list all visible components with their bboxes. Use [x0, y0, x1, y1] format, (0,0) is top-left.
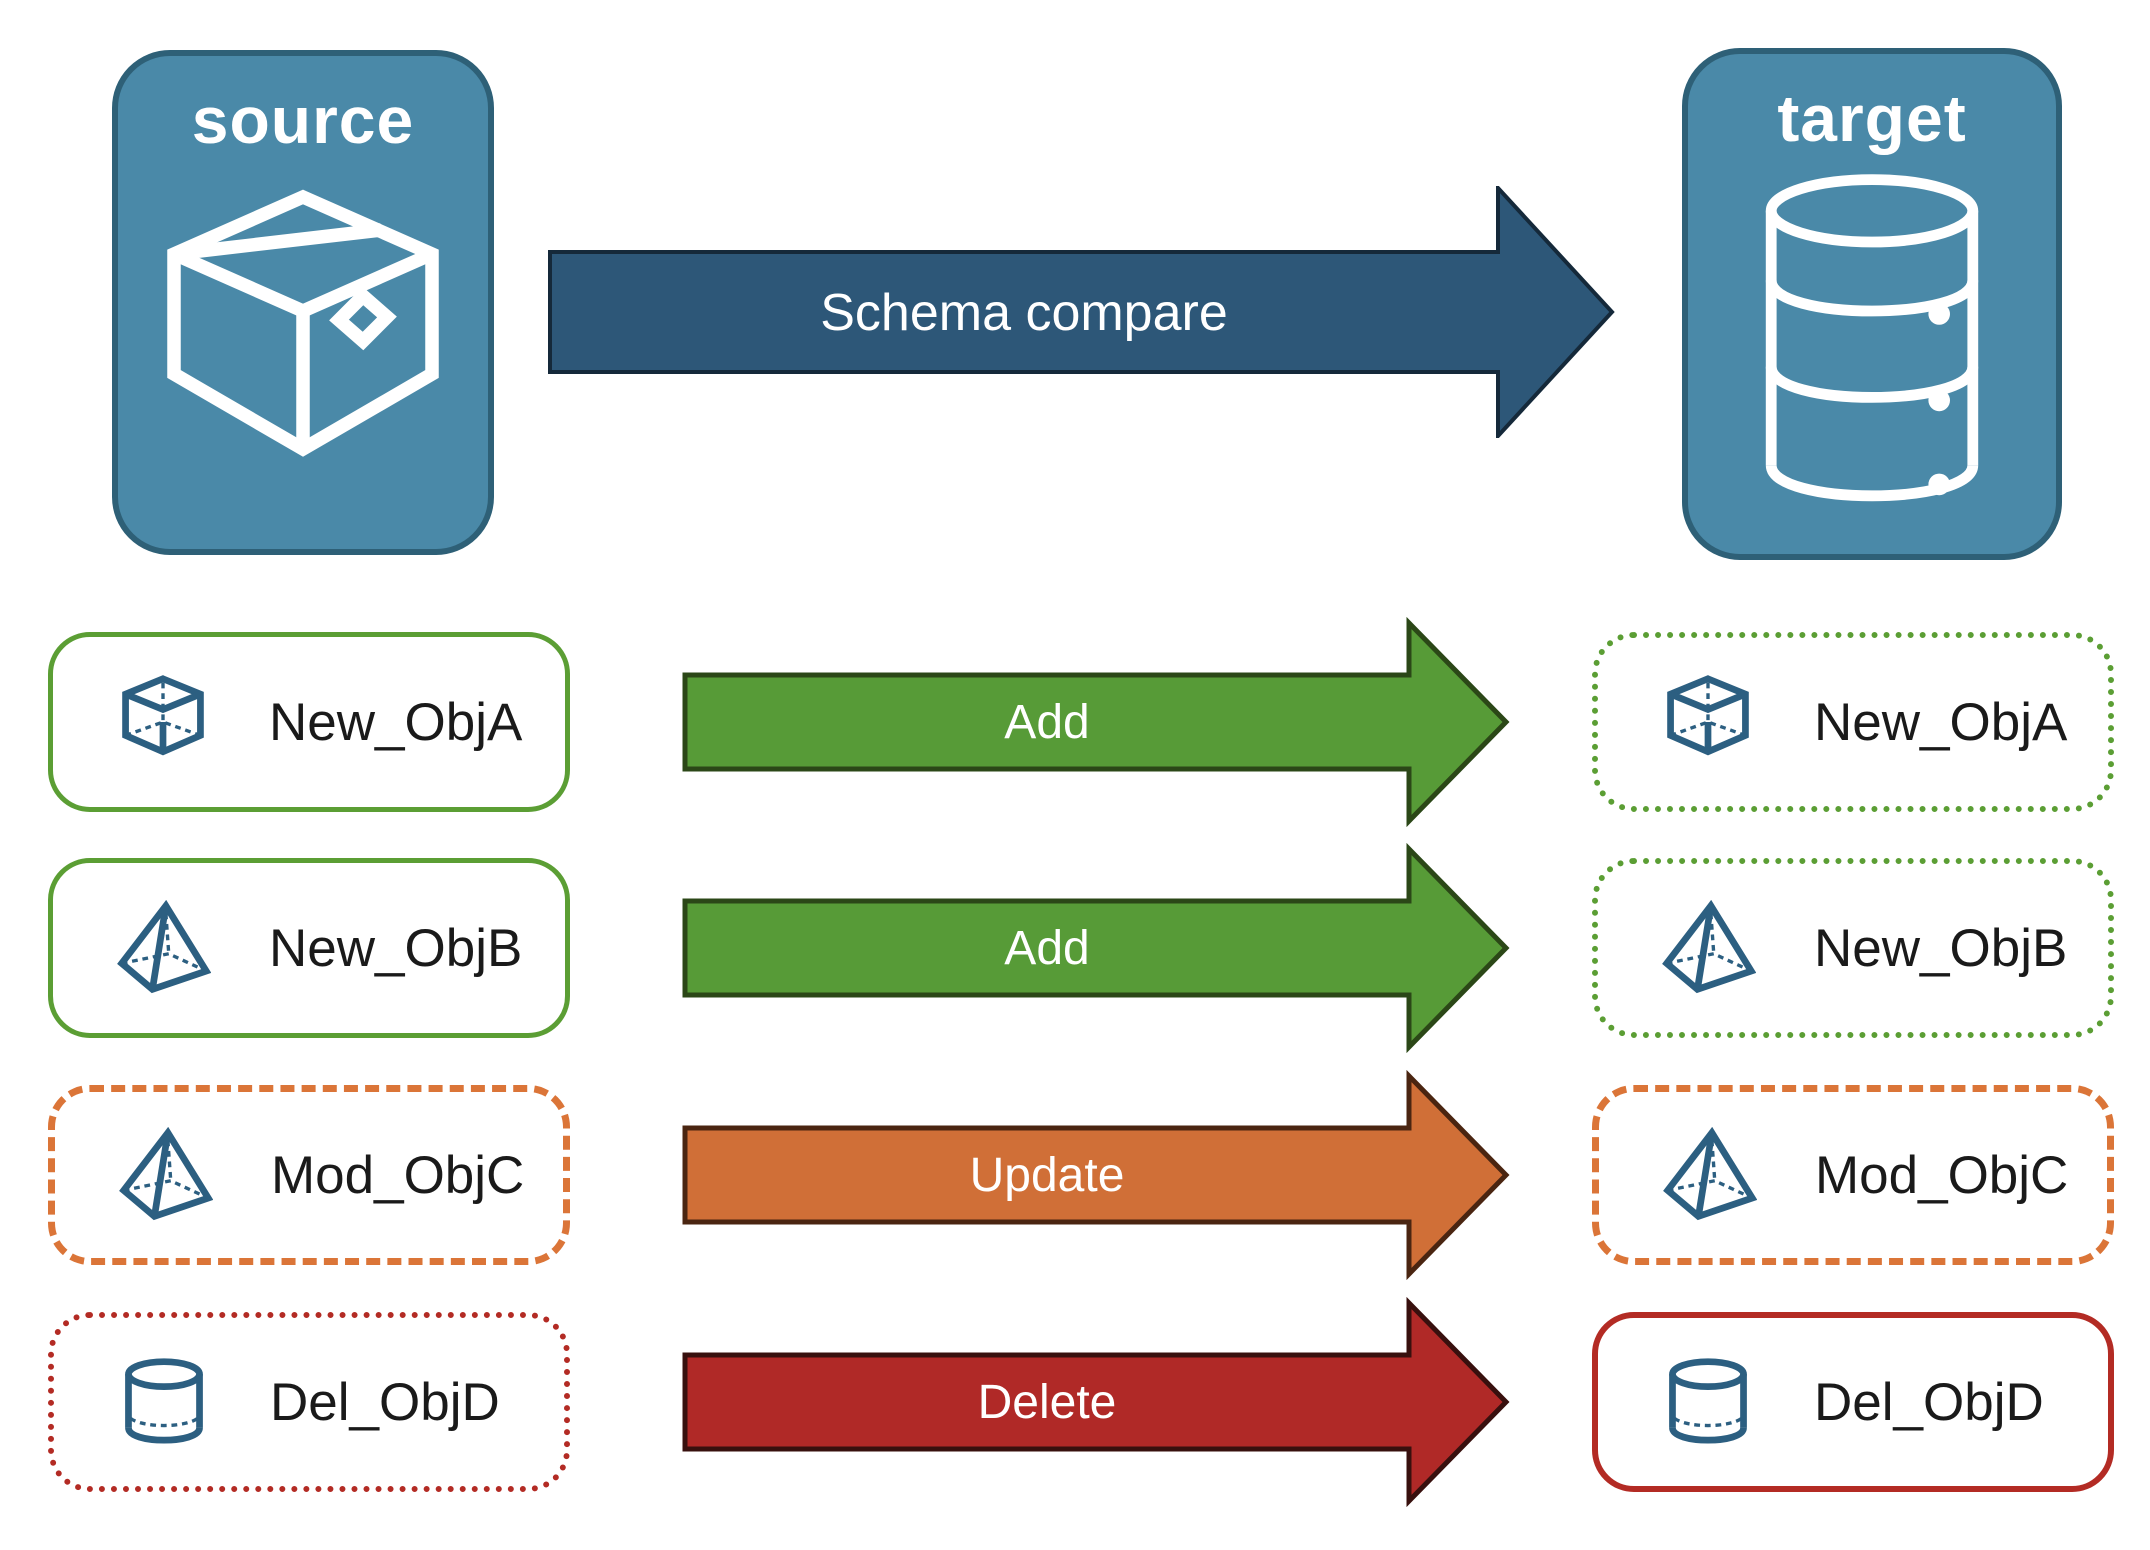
source-object-del-objd: Del_ObjD — [48, 1312, 570, 1492]
object-label: Del_ObjD — [1814, 1372, 2044, 1432]
object-label: New_ObjB — [269, 918, 523, 978]
object-label: Mod_ObjC — [271, 1145, 525, 1205]
add-arrow-label: Add — [1004, 922, 1089, 975]
pyramid-icon — [1662, 900, 1756, 994]
update-arrow-label: Update — [970, 1149, 1125, 1202]
target-object-mod-objc: Mod_ObjC — [1592, 1085, 2114, 1265]
target-object-new-obja: New_ObjA — [1592, 632, 2114, 812]
add-arrow-row2: Add — [682, 843, 1510, 1053]
pyramid-icon — [119, 1127, 213, 1221]
source-object-new-objb: New_ObjB — [48, 858, 570, 1038]
schema-compare-arrow-label: Schema compare — [820, 284, 1228, 342]
update-arrow: Update — [682, 1070, 1510, 1280]
package-icon — [167, 189, 439, 457]
source-node-title: source — [191, 83, 415, 157]
database-icon — [1765, 174, 1979, 502]
add-arrow-row1: Add — [682, 617, 1510, 827]
object-label: New_ObjB — [1814, 918, 2068, 978]
target-object-del-objd: Del_ObjD — [1592, 1312, 2114, 1492]
source-object-new-obja: New_ObjA — [48, 632, 570, 812]
target-node-title: target — [1777, 81, 1967, 155]
cube-icon — [1667, 675, 1749, 756]
add-arrow-label: Add — [1004, 696, 1089, 749]
delete-arrow-label: Delete — [978, 1376, 1117, 1429]
object-label: New_ObjA — [1814, 692, 2068, 752]
pyramid-icon — [117, 900, 211, 994]
delete-arrow: Delete — [682, 1297, 1510, 1507]
target-node: target — [1682, 48, 2062, 560]
cube-icon — [122, 675, 204, 756]
schema-compare-arrow: Schema compare — [548, 186, 1615, 438]
pyramid-icon — [1663, 1127, 1757, 1221]
cylinder-icon — [1669, 1358, 1747, 1444]
target-object-new-objb: New_ObjB — [1592, 858, 2114, 1038]
cylinder-icon — [125, 1358, 203, 1444]
object-label: Mod_ObjC — [1815, 1145, 2069, 1205]
object-label: Del_ObjD — [270, 1372, 500, 1432]
source-object-mod-objc: Mod_ObjC — [48, 1085, 570, 1265]
object-label: New_ObjA — [269, 692, 523, 752]
source-node: source — [112, 50, 494, 555]
